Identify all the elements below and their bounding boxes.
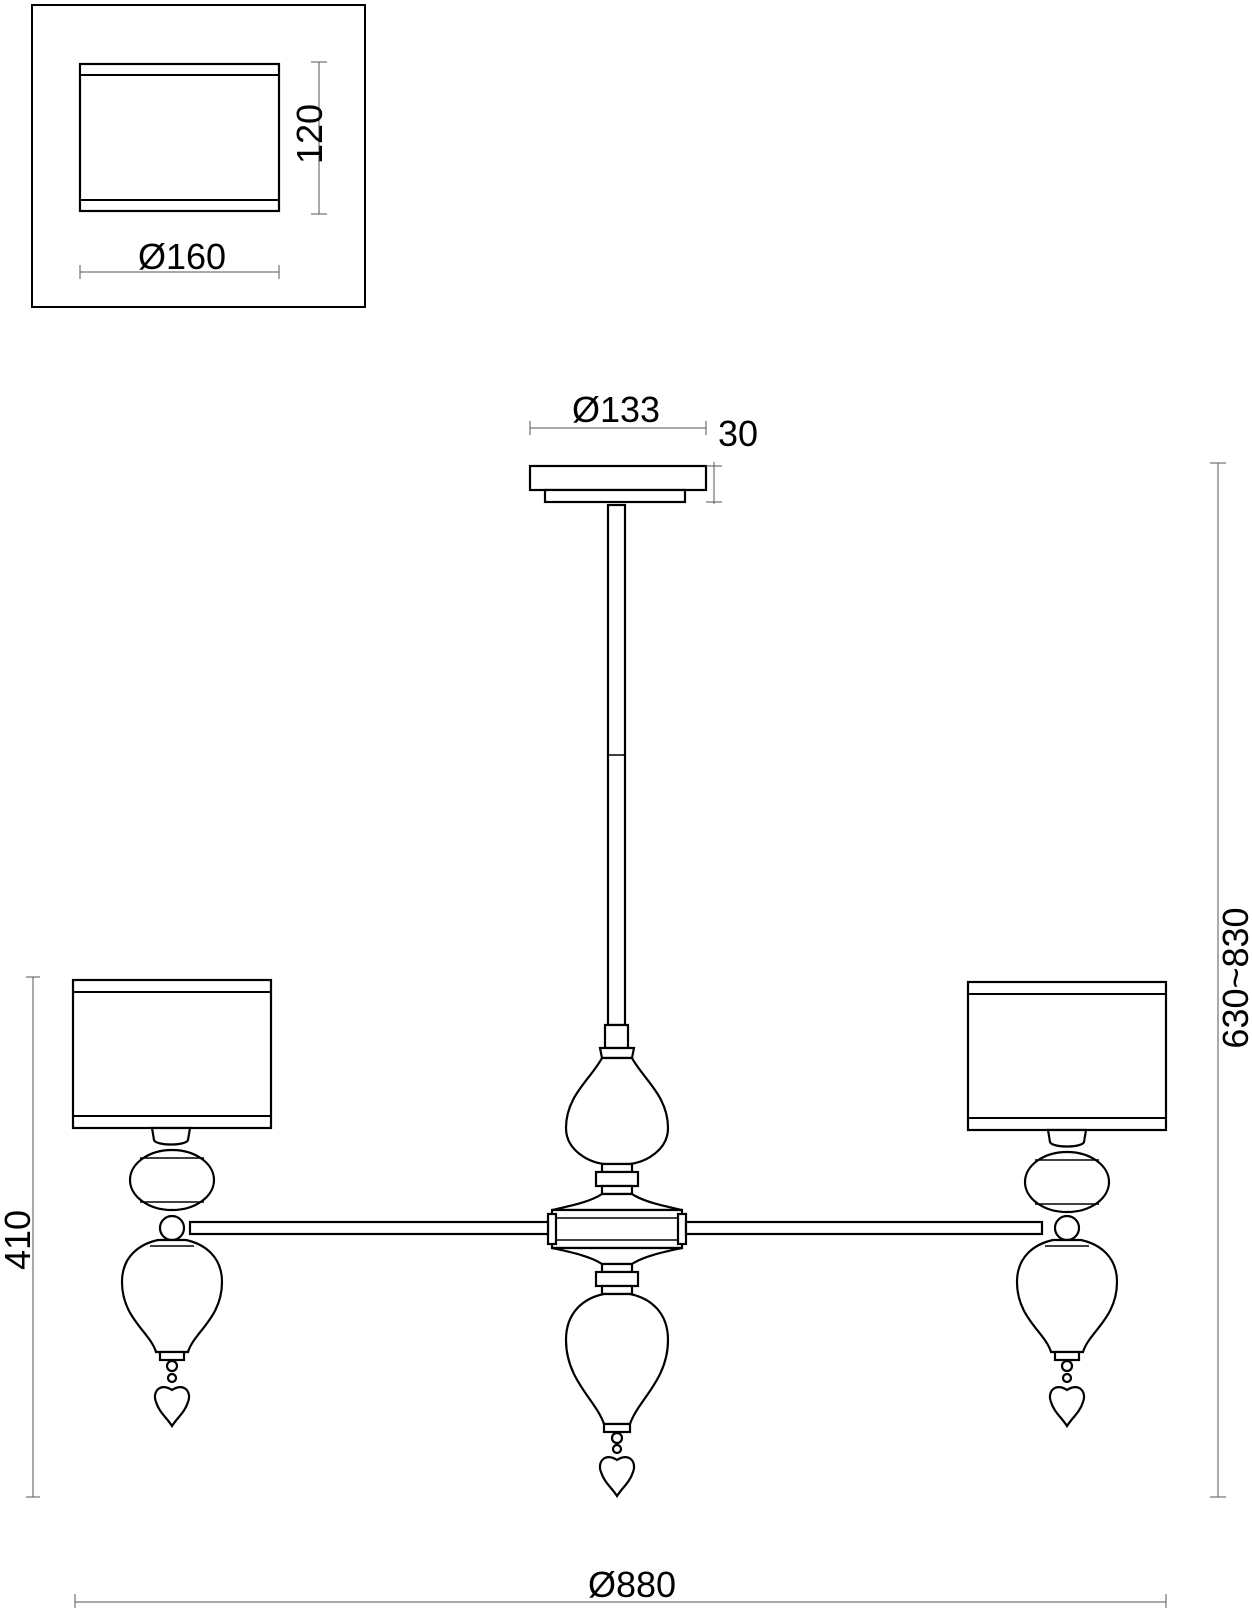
overall-width-dimension: Ø880 (74, 1564, 1167, 1608)
canopy-diameter-dimension: Ø133 (529, 389, 707, 435)
shade-detail-inset: 120 Ø160 (31, 4, 366, 308)
overall-height-label: 630~830 (1215, 907, 1252, 1048)
right-lamp (966, 980, 1168, 1429)
center-column (546, 1046, 688, 1499)
horizontal-arm (188, 1220, 1044, 1236)
inset-shade (78, 62, 281, 213)
downrod (603, 503, 630, 1050)
canopy-diameter-label: Ø133 (572, 389, 660, 430)
canopy-height-dimension: 30 (706, 413, 758, 504)
right-shade (966, 980, 1168, 1132)
overall-height-dimension: 630~830 (1210, 462, 1252, 1498)
canopy-height-label: 30 (718, 413, 758, 454)
left-lamp (71, 978, 273, 1429)
shade-diameter-dimension: Ø160 (79, 236, 280, 279)
shade-height-dimension: 120 (289, 61, 330, 215)
left-shade (71, 978, 273, 1130)
arm-height-dimension: 410 (0, 976, 40, 1498)
shade-diameter-label: Ø160 (138, 236, 226, 277)
shade-height-label: 120 (289, 104, 330, 164)
ceiling-canopy (528, 464, 708, 504)
arm-height-label: 410 (0, 1210, 38, 1270)
overall-width-label: Ø880 (588, 1564, 676, 1605)
